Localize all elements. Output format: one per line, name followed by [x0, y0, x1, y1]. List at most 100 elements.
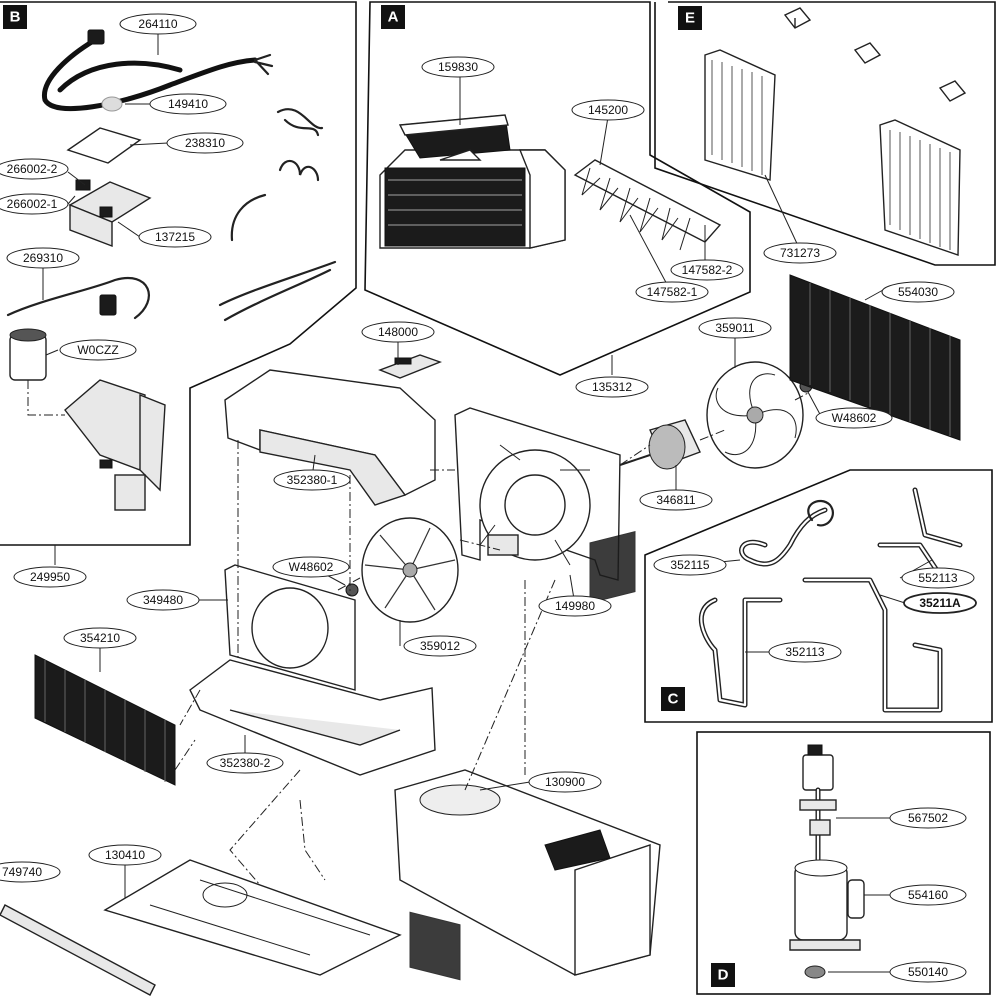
callout-266002-1: 266002-1 — [0, 193, 69, 215]
wire-harness-a-part — [276, 108, 324, 137]
callout-w48602-left: W48602 — [272, 556, 350, 578]
svg-text:C: C — [668, 691, 679, 708]
reversing-valve-part — [799, 744, 837, 863]
svg-text:137215: 137215 — [155, 230, 195, 244]
section-b-frame — [0, 1, 357, 546]
svg-text:147582-2: 147582-2 — [682, 263, 733, 277]
svg-text:352115: 352115 — [670, 558, 709, 572]
svg-text:238310: 238310 — [185, 136, 225, 150]
section-c-frame — [644, 469, 993, 723]
callout-349480: 349480 — [126, 589, 200, 611]
callout-269310: 269310 — [6, 247, 80, 269]
callout-130410: 130410 — [88, 844, 162, 866]
callout-352380-1: 352380-1 — [273, 469, 351, 491]
svg-text:149980: 149980 — [555, 599, 595, 613]
bracket-148000-part — [378, 354, 442, 379]
callout-137215: 137215 — [138, 226, 212, 248]
section-e-badge: E — [678, 6, 702, 30]
svg-text:550140: 550140 — [908, 965, 948, 979]
fan-motor-part — [619, 419, 701, 470]
section-e-frame — [654, 1, 996, 266]
air-guide-upper-part — [224, 369, 436, 506]
condenser-fan-blade-part — [706, 361, 804, 469]
grommet-part — [804, 965, 826, 979]
power-cord-part — [42, 29, 274, 112]
callout-147582-2: 147582-2 — [670, 259, 744, 281]
callout-130900: 130900 — [528, 771, 602, 793]
callout-550140: 550140 — [889, 961, 967, 983]
callout-359012: 359012 — [403, 635, 477, 657]
orifice-panel-part — [454, 407, 621, 581]
svg-text:349480: 349480 — [143, 593, 183, 607]
wire-harness-c-part — [230, 193, 267, 242]
svg-text:W48602: W48602 — [832, 411, 877, 425]
svg-text:352380-2: 352380-2 — [220, 756, 271, 770]
svg-text:D: D — [718, 967, 729, 984]
svg-text:148000: 148000 — [378, 325, 418, 339]
callout-159830: 159830 — [421, 56, 495, 78]
wire-harness-b-part — [278, 159, 320, 182]
svg-text:359011: 359011 — [715, 321, 754, 335]
side-curtain-left-part — [704, 49, 776, 181]
evaporator-plate-part — [224, 564, 356, 691]
callout-352113: 352113 — [768, 641, 842, 663]
svg-text:567502: 567502 — [908, 811, 948, 825]
callout-554030: 554030 — [881, 281, 955, 303]
side-curtain-right-part — [879, 119, 961, 256]
svg-text:352380-1: 352380-1 — [287, 473, 338, 487]
thermistor-part — [6, 277, 150, 320]
tube-552113-part — [877, 487, 963, 578]
rail-part — [0, 904, 156, 996]
control-bracket-part — [64, 379, 166, 511]
blower-wheel-part — [361, 517, 459, 623]
svg-text:269310: 269310 — [23, 251, 63, 265]
callout-346811: 346811 — [639, 489, 713, 511]
condenser-coil-part — [789, 274, 961, 441]
svg-text:731273: 731273 — [780, 246, 820, 260]
nut-part — [345, 583, 359, 597]
drain-pan-part — [189, 659, 436, 776]
svg-text:W48602: W48602 — [289, 560, 334, 574]
callout-552113: 552113 — [901, 567, 975, 589]
callout-145200: 145200 — [571, 99, 645, 121]
callout-567502: 567502 — [889, 807, 967, 829]
callout-238310: 238310 — [166, 132, 244, 154]
section-d-frame — [696, 731, 991, 995]
section-b-badge: B — [3, 5, 27, 29]
callout-359011: 359011 — [698, 317, 772, 339]
vent-louver-part — [573, 159, 722, 251]
mounting-bracket-part — [783, 7, 967, 102]
callout-135312: 135312 — [575, 376, 649, 398]
section-c-badge: C — [661, 687, 685, 711]
svg-text:352113: 352113 — [785, 645, 824, 659]
svg-text:354210: 354210 — [80, 631, 120, 645]
callout-749740: 749740 — [0, 861, 61, 883]
compressor-part — [789, 859, 865, 951]
callout-264110: 264110 — [119, 13, 197, 35]
callout-149410: 149410 — [149, 93, 227, 115]
section-d-badge: D — [711, 963, 735, 987]
callout-147582-1: 147582-1 — [635, 281, 709, 303]
svg-text:249950: 249950 — [30, 570, 70, 584]
callout-352115: 352115 — [653, 554, 727, 576]
callout-w48602-right: W48602 — [815, 407, 893, 429]
capacitor-part — [9, 328, 47, 381]
section-a-frame — [364, 1, 751, 376]
callout-w0czz: W0CZZ — [59, 339, 137, 361]
svg-text:266002-2: 266002-2 — [7, 162, 58, 176]
callout-352380-2: 352380-2 — [206, 752, 284, 774]
base-pan-part — [103, 859, 402, 976]
svg-text:554030: 554030 — [898, 285, 938, 299]
callout-149980: 149980 — [538, 595, 612, 617]
tube-35211a-part — [802, 577, 943, 713]
wire-harness-d-part — [218, 260, 337, 322]
svg-text:B: B — [10, 9, 21, 26]
svg-text:552113: 552113 — [918, 571, 957, 585]
svg-text:266002-1: 266002-1 — [7, 197, 58, 211]
svg-text:35211A: 35211A — [919, 596, 961, 610]
svg-text:359012: 359012 — [420, 639, 460, 653]
callout-35211a: 35211A — [903, 592, 977, 614]
control-label-part — [66, 127, 142, 164]
callout-148000: 148000 — [361, 321, 435, 343]
